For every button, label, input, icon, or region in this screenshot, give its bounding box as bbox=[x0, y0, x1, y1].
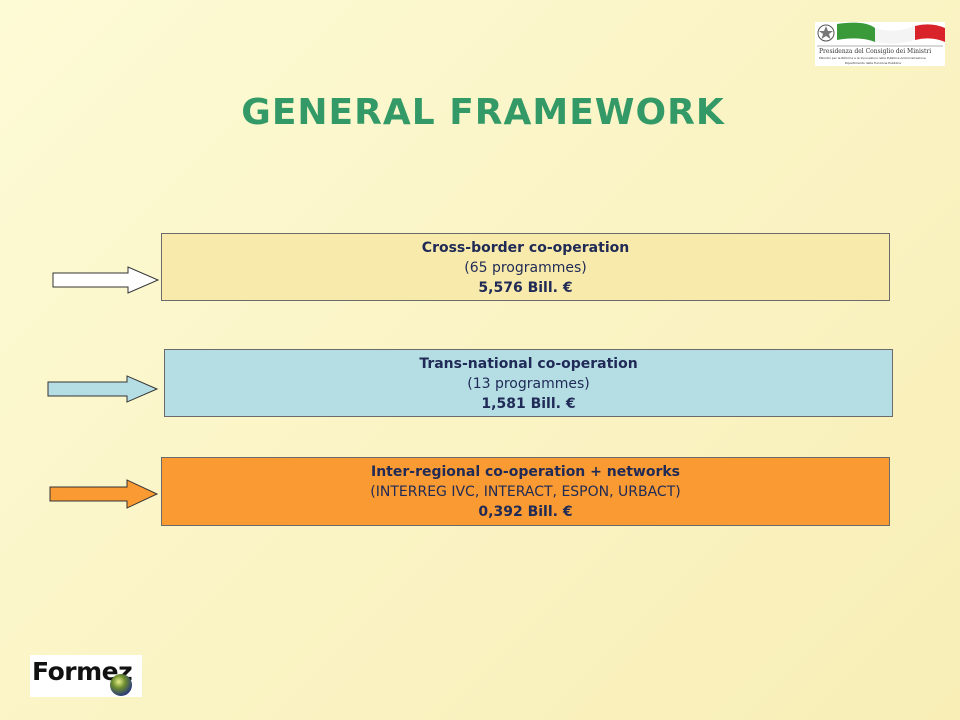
inter-regional-title: Inter-regional co-operation + networks bbox=[370, 464, 681, 480]
government-logo: Presidenza del Consiglio dei Ministri Mi… bbox=[815, 22, 945, 66]
cross-border-title: Cross-border co-operation bbox=[421, 240, 630, 256]
arrow-right-icon bbox=[47, 375, 159, 403]
page-title: GENERAL FRAMEWORK bbox=[241, 92, 725, 133]
trans-national-amount: 1,581 Bill. € bbox=[481, 396, 576, 412]
trans-national-title: Trans-national co-operation bbox=[419, 356, 638, 372]
logo-subcaption: Ministro per le Riforme e le Innovazioni… bbox=[819, 56, 926, 60]
logo-caption: Presidenza del Consiglio dei Ministri bbox=[819, 48, 931, 55]
arrow-right-icon bbox=[52, 266, 160, 294]
cross-border-subtitle: (65 programmes) bbox=[464, 260, 587, 276]
arrow-right-icon bbox=[49, 479, 159, 509]
cross-border-box: Cross-border co-operation (65 programmes… bbox=[161, 233, 890, 301]
inter-regional-amount: 0,392 Bill. € bbox=[478, 504, 573, 520]
globe-icon bbox=[110, 674, 132, 696]
inter-regional-box: Inter-regional co-operation + networks (… bbox=[161, 457, 890, 526]
inter-regional-subtitle: (INTERREG IVC, INTERACT, ESPON, URBACT) bbox=[370, 484, 681, 500]
cross-border-amount: 5,576 Bill. € bbox=[478, 280, 573, 296]
logo-subcaption-2: Dipartimento della Funzione Pubblica bbox=[845, 61, 901, 65]
trans-national-box: Trans-national co-operation (13 programm… bbox=[164, 349, 893, 417]
trans-national-subtitle: (13 programmes) bbox=[467, 376, 590, 392]
